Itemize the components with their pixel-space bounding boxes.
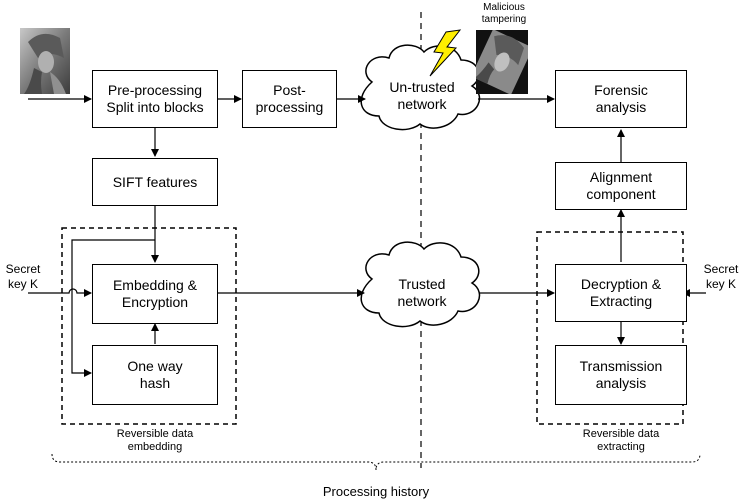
- alignment-component-block: Alignment component: [555, 162, 687, 210]
- decryption-extracting-block: Decryption & Extracting: [555, 264, 687, 322]
- reversible-extracting-caption: Reversible data extracting: [582, 428, 660, 453]
- line-sift-branch-to-hash: [71, 239, 155, 377]
- original-lena-image: [20, 28, 70, 94]
- untrusted-cloud: [360, 44, 481, 131]
- trusted-network-label: Trusted network: [397, 276, 447, 309]
- embedding-group: [61, 227, 237, 425]
- lightning-icon: [429, 29, 462, 77]
- processing-history-label: Processing history: [322, 484, 430, 499]
- preprocessing-block: Pre-processing Split into blocks: [92, 70, 218, 128]
- secret-key-left-label: Secret key K: [5, 262, 41, 291]
- reversible-embedding-caption: Reversible data embedding: [116, 428, 194, 453]
- one-way-hash-block: One way hash: [92, 345, 218, 405]
- history-brace: [51, 453, 701, 471]
- embedding-encryption-block: Embedding & Encryption: [92, 264, 218, 324]
- trusted-cloud: [360, 241, 481, 328]
- secret-key-right-label: Secret key K: [703, 262, 739, 291]
- transmission-analysis-block: Transmission analysis: [555, 345, 687, 405]
- forensic-analysis-block: Forensic analysis: [555, 70, 687, 128]
- arrow-secret-key-left: [28, 288, 92, 297]
- untrusted-network-label: Un-trusted network: [389, 79, 455, 112]
- tampered-lena-image: [476, 30, 528, 94]
- sift-features-block: SIFT features: [92, 158, 218, 206]
- malicious-tampering-label: Malicious tampering: [481, 2, 527, 25]
- postprocessing-block: Post- processing: [242, 70, 337, 128]
- extracting-group: [536, 231, 684, 425]
